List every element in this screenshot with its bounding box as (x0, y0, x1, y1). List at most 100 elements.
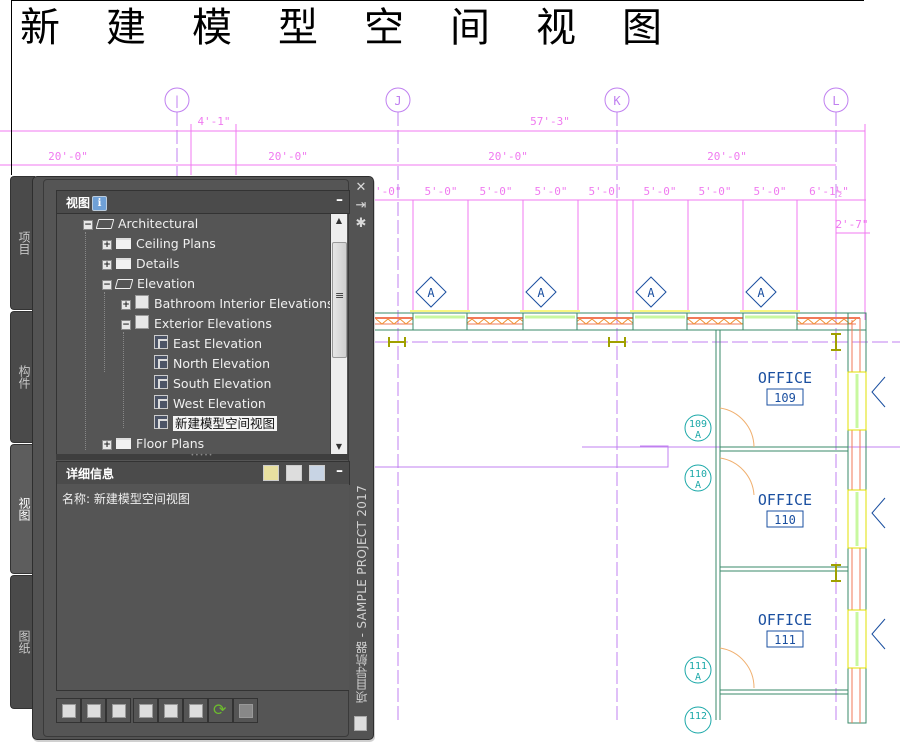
side-tab-project[interactable]: 项目 (10, 176, 35, 310)
minimize-views-button[interactable]: – (336, 192, 343, 208)
collapse-icon[interactable]: − (102, 280, 112, 290)
door-tag (684, 414, 712, 442)
door-tag-number: 111 (689, 661, 707, 672)
dimension-text: 4'-1" (197, 115, 230, 128)
toolbar-button[interactable] (106, 698, 131, 723)
palette-title: 项目导航器 - SAMPLE PROJECT 2017 (355, 485, 369, 703)
column (388, 337, 406, 347)
tree-scrollbar[interactable]: ▲ ▼ (330, 214, 347, 454)
dimension-text: 20'-0" (488, 150, 528, 163)
expand-icon[interactable]: + (102, 440, 112, 450)
details-header-icons (260, 465, 325, 481)
insulation-hatch (723, 318, 737, 325)
view-icon (154, 375, 168, 389)
toolbar-button[interactable] (81, 698, 106, 723)
collapse-icon[interactable]: − (83, 220, 93, 230)
insulation-hatch (579, 318, 593, 325)
dimension-text: 5'-0" (698, 185, 731, 198)
window-tag (871, 618, 886, 650)
side-tab-constructs[interactable]: 构件 (10, 311, 35, 443)
schedule-icon[interactable] (262, 465, 279, 481)
door-swing (719, 457, 755, 496)
tree-item[interactable]: South Elevation (154, 375, 271, 393)
properties-icon[interactable]: ✱ (355, 216, 367, 231)
tree-item[interactable]: +Ceiling Plans (102, 235, 216, 253)
tree-item[interactable]: −Elevation (102, 275, 195, 293)
tree-item[interactable]: + Bathroom Interior Elevations (121, 295, 331, 313)
drawing-title: 新建模型空间视图 (20, 5, 708, 51)
insulation-hatch (591, 318, 605, 325)
door-tag (684, 706, 712, 734)
toolbar-button[interactable] (56, 698, 81, 723)
tree-item[interactable]: East Elevation (154, 335, 262, 353)
column (831, 333, 841, 351)
tree-item[interactable]: North Elevation (154, 355, 270, 373)
room-number-box (766, 630, 804, 648)
door-tag (684, 656, 712, 684)
list-view-icon[interactable] (285, 465, 302, 481)
expand-icon[interactable]: + (102, 240, 112, 250)
details-section-title: 详细信息 (66, 467, 115, 481)
grid-bubble-label: K (613, 94, 621, 108)
toolbar-button[interactable] (133, 698, 158, 723)
new-folder-icon (62, 704, 76, 718)
door-swing (719, 407, 755, 448)
tree-item[interactable]: West Elevation (154, 395, 266, 413)
window-tag-label: A (757, 286, 765, 300)
window-tag (871, 497, 886, 529)
close-icon[interactable]: ✕ (355, 180, 367, 195)
insulation-hatch (375, 318, 389, 325)
tree-item-label: Bathroom Interior Elevations (154, 296, 331, 311)
side-tab-sheets[interactable]: 图纸 (10, 575, 35, 709)
door-tag-suffix: A (695, 480, 701, 491)
view-icon (154, 395, 168, 409)
tree-item[interactable]: −Architectural (83, 215, 198, 233)
toolbar-button[interactable]: ⟳ (208, 698, 233, 723)
grid-line (372, 445, 669, 468)
detail-name-value: 新建模型空间视图 (93, 492, 190, 506)
title-frame-top (11, 0, 864, 1)
details-section-header: 详细信息 – (56, 461, 350, 485)
scroll-up-button[interactable]: ▲ (335, 216, 343, 225)
detail-name-row: 名称: 新建模型空间视图 (62, 490, 190, 507)
info-icon[interactable]: i (92, 196, 108, 211)
dimension-text: 57'-3" (530, 115, 570, 128)
side-tab-views[interactable]: 视图 (10, 444, 35, 574)
toolbar-button[interactable] (158, 698, 183, 723)
collapse-icon[interactable]: − (121, 320, 131, 330)
grid-bubble-label: J (394, 94, 401, 108)
dimension-text: 20'-0" (707, 150, 747, 163)
expand-icon[interactable]: + (102, 260, 112, 270)
insulation-hatch (387, 318, 401, 325)
section-splitter[interactable]: ••••• (56, 453, 348, 460)
scroll-thumb[interactable] (332, 242, 347, 358)
insulation-hatch (819, 318, 833, 325)
auto-hide-icon[interactable]: ⇥ (355, 198, 367, 213)
toolbar-button[interactable] (233, 698, 258, 723)
tree-item[interactable]: +Floor Plans (102, 435, 204, 453)
tree-item[interactable]: − Exterior Elevations (121, 315, 272, 333)
dimension-text: 5'-0" (368, 185, 401, 198)
scroll-down-button[interactable]: ▼ (335, 442, 343, 451)
tree-item[interactable]: +Details (102, 255, 179, 273)
tree-item[interactable]: 新建模型空间视图 (154, 415, 278, 433)
disabled-icon (239, 704, 253, 718)
tree-item-label: East Elevation (173, 336, 263, 351)
preview-icon[interactable] (309, 465, 325, 481)
dimension-text: 20'-0" (268, 150, 308, 163)
minimize-details-button[interactable]: – (336, 463, 343, 479)
insulation-hatch (687, 318, 701, 325)
insulation-hatch (399, 318, 413, 325)
room-number-box (766, 388, 804, 406)
palette-menu-icon[interactable] (354, 716, 367, 731)
tree-item-label: Exterior Elevations (154, 316, 272, 331)
side-tab-label: 图纸 (17, 630, 31, 654)
expand-icon[interactable]: + (121, 300, 131, 310)
toolbar-button[interactable] (183, 698, 208, 723)
window-tag (635, 276, 667, 308)
door-tag-number: 112 (689, 711, 707, 722)
view-settings-icon (112, 704, 126, 718)
